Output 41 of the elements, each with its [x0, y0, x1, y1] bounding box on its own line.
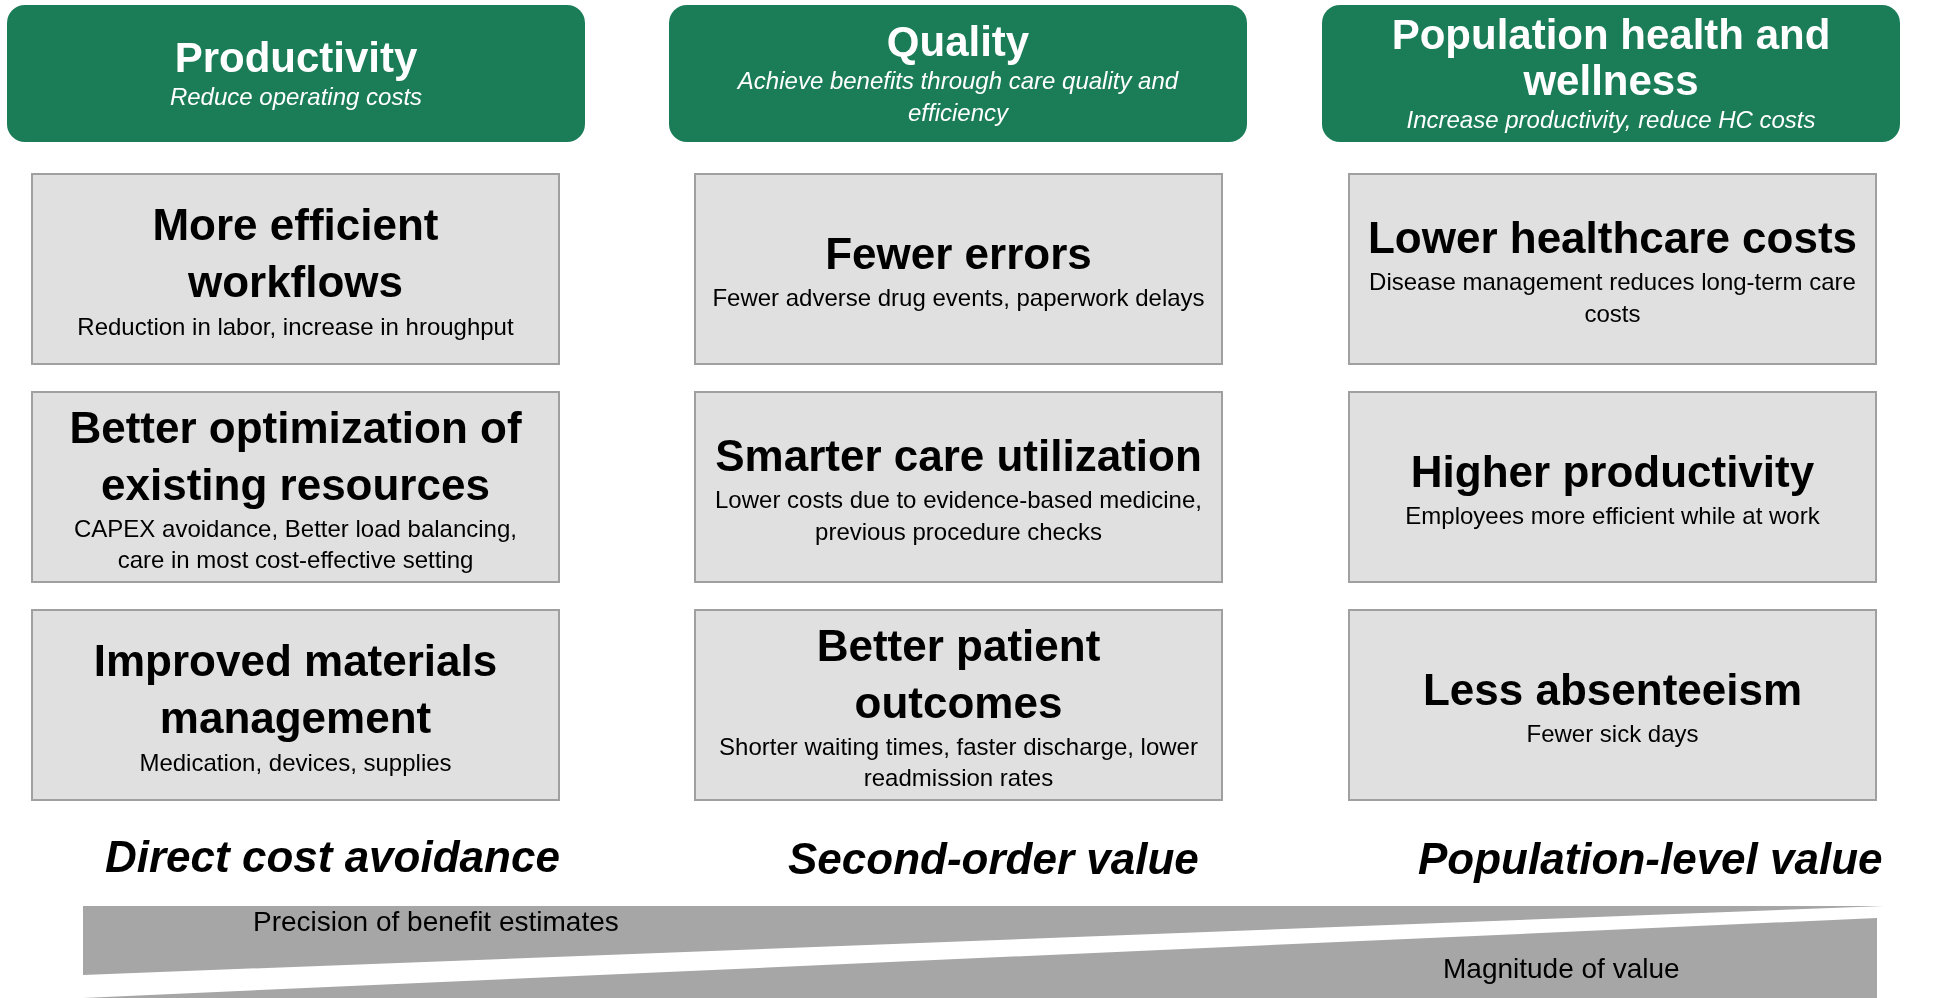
- benefit-title: Improved materials management: [92, 635, 499, 745]
- benefit-description: Shorter waiting times, faster discharge, lower readmission rates: [718, 732, 1199, 794]
- benefit-description: Reduction in labor, increase in hroughput: [77, 311, 514, 342]
- header-subtitle: Increase productivity, reduce HC costs: [1405, 105, 1817, 136]
- benefit-description: Employees more efficient while at work: [1405, 501, 1820, 531]
- benefit-description: Medication, devices, supplies: [139, 747, 452, 778]
- benefit-description: Disease management reduces long-term care costs: [1368, 267, 1857, 329]
- benefit-title: Less absenteeism: [1422, 663, 1803, 716]
- benefit-box: [694, 391, 1223, 583]
- benefit-description: Lower costs due to evidence-based medicine, previous procedure checks: [714, 485, 1203, 547]
- value-type-label: Population-level value: [1418, 837, 1883, 881]
- value-type-label: Direct cost avoidance: [105, 835, 560, 879]
- benefit-title: Better optimization of existing resources: [68, 401, 523, 511]
- category-header: [669, 5, 1247, 142]
- value-type-label: Second-order value: [788, 837, 1199, 881]
- wedge-label: Magnitude of value: [1443, 955, 1680, 983]
- benefit-box: [694, 173, 1223, 365]
- benefit-title: Lower healthcare costs: [1367, 212, 1858, 265]
- benefit-title: Smarter care utilization: [715, 430, 1202, 483]
- header-title: Population health and wellness: [1390, 11, 1832, 105]
- header-title: Productivity: [174, 34, 418, 81]
- category-header: [1322, 5, 1900, 142]
- header-subtitle: Reduce operating costs: [168, 82, 424, 112]
- benefit-box: [694, 609, 1223, 801]
- benefit-description: Fewer sick days: [1526, 719, 1699, 749]
- benefit-title: Fewer errors: [825, 227, 1092, 280]
- benefit-title: Higher productivity: [1410, 445, 1815, 498]
- benefit-box: [31, 391, 560, 583]
- benefit-description: Fewer adverse drug events, paperwork delays: [712, 283, 1205, 313]
- header-title: Quality: [886, 19, 1030, 66]
- benefit-box: [1348, 609, 1877, 801]
- category-header: [7, 5, 585, 142]
- wedge-label: Precision of benefit estimates: [253, 908, 619, 936]
- benefit-description: CAPEX avoidance, Better load balancing, care in most cost-effective setting: [73, 514, 518, 576]
- benefit-title: More efficient workflows: [151, 199, 440, 309]
- header-subtitle: Achieve benefits through care quality and efficiency: [736, 66, 1180, 128]
- benefit-box: [1348, 173, 1877, 365]
- benefit-box: [31, 173, 560, 365]
- benefit-box: [31, 609, 560, 801]
- benefit-title: Better patient outcomes: [815, 619, 1102, 729]
- benefit-box: [1348, 391, 1877, 583]
